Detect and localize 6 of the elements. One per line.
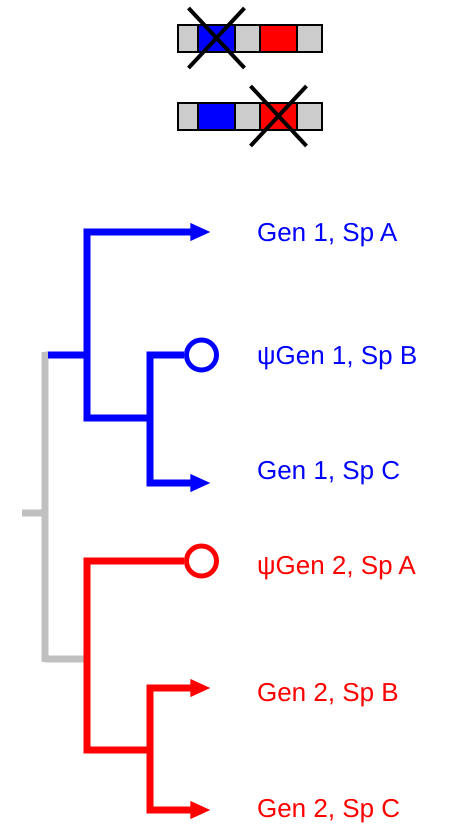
species-label: Gen 1, Sp C — [257, 454, 400, 487]
species-label: Gen 2, Sp B — [257, 676, 399, 709]
species-label: Gen 2, Sp C — [257, 792, 400, 825]
species-label: ψGen 2, Sp A — [257, 549, 416, 582]
species-label: ψGen 1, Sp B — [257, 339, 418, 372]
species-label: Gen 1, Sp A — [257, 216, 398, 249]
